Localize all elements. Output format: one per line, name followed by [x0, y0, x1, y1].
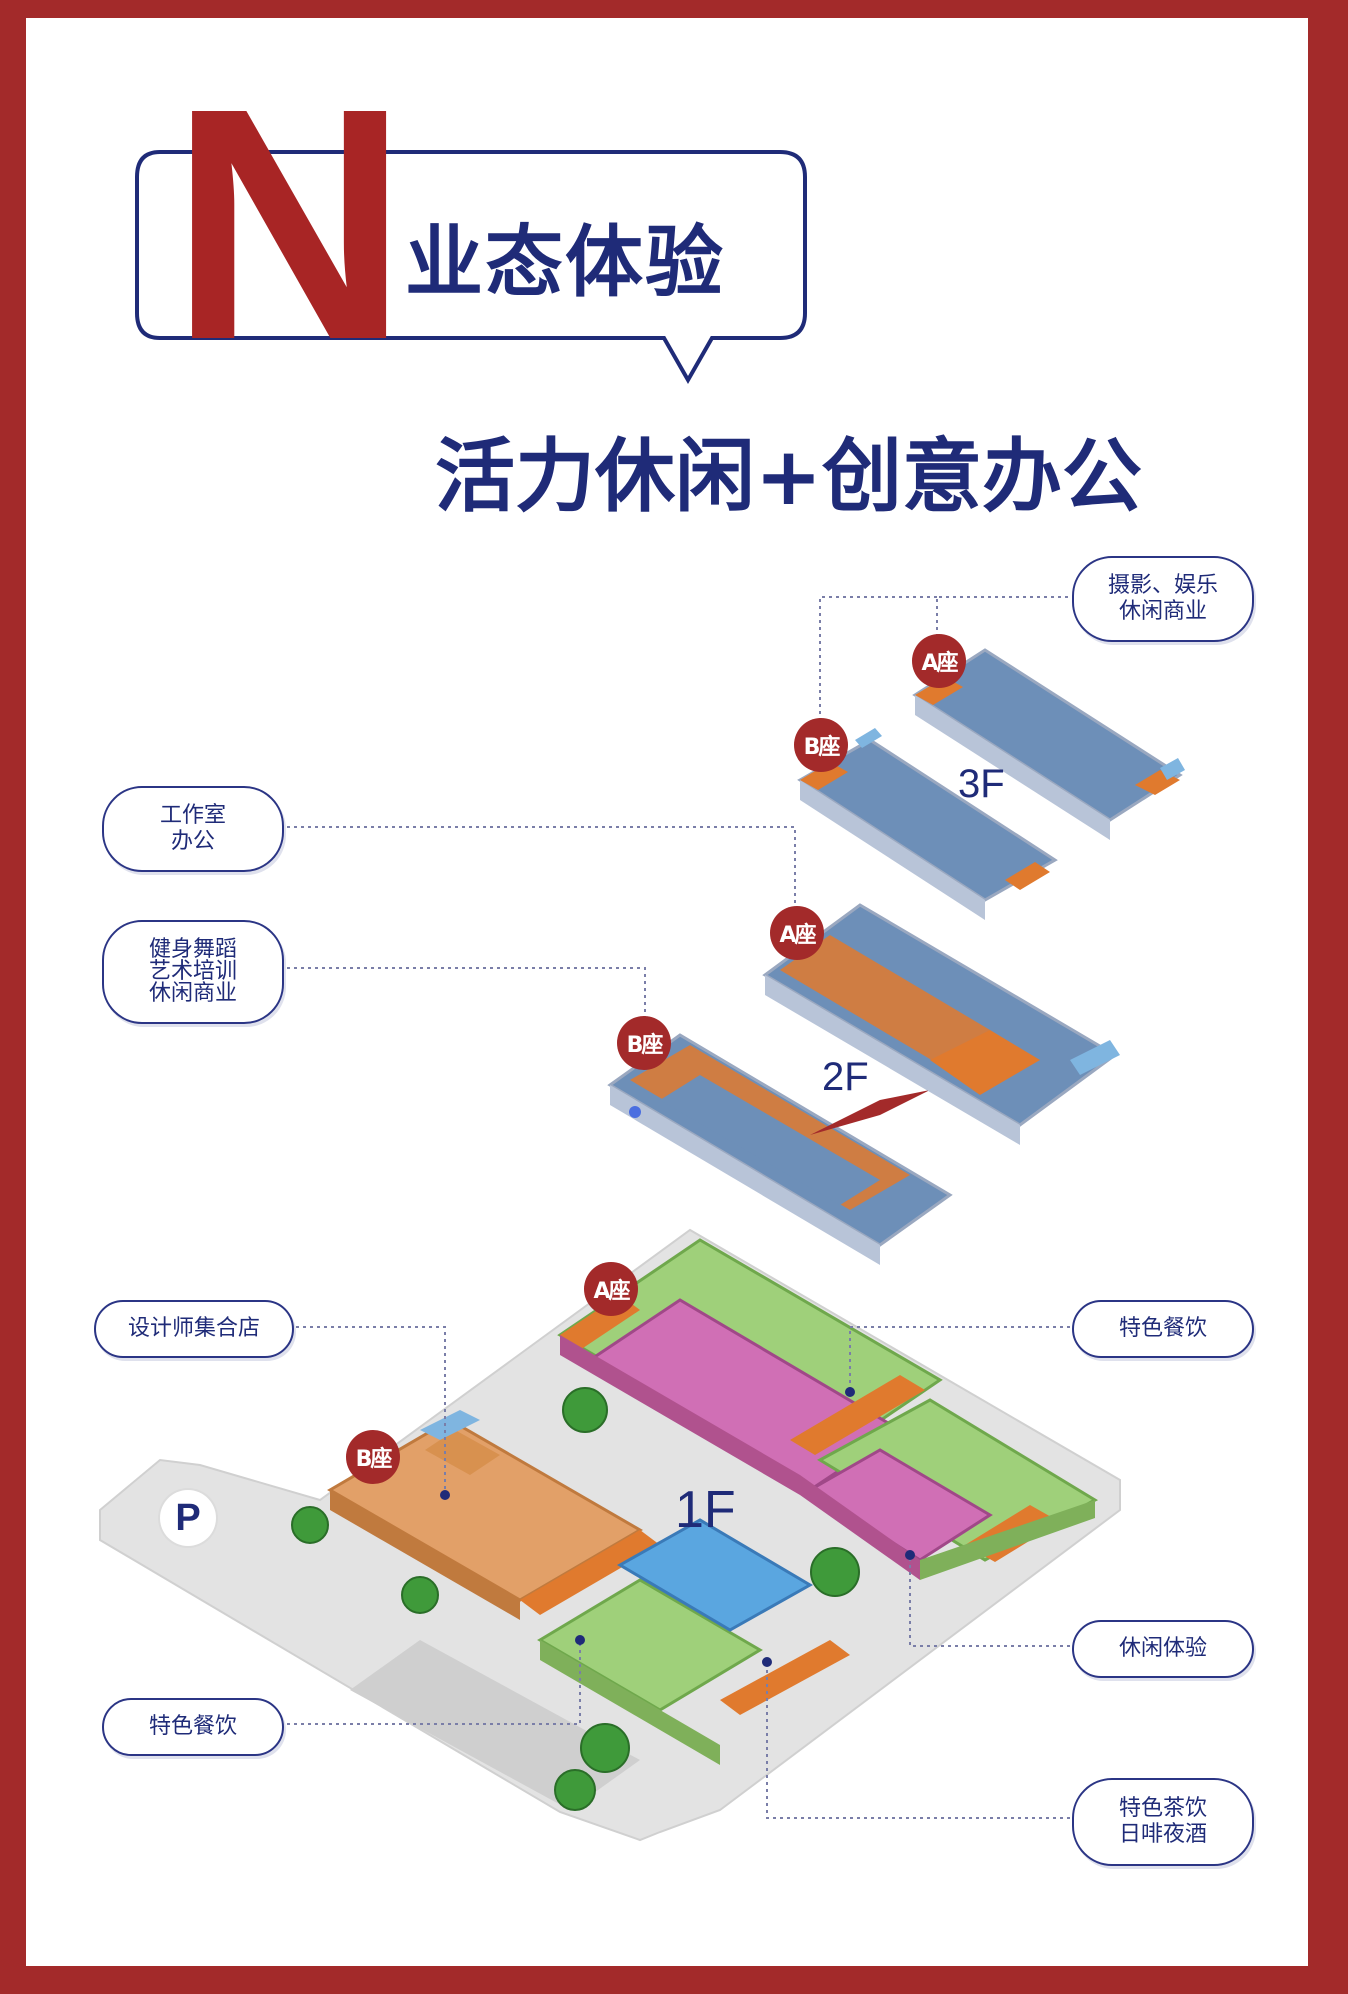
callout-1f-tea: 特色茶饮 日啡夜酒	[1072, 1778, 1254, 1866]
header-graphics	[135, 150, 807, 385]
callout-3f-photo: 摄影、娱乐 休闲商业	[1072, 556, 1254, 642]
badge-1f-a: A座	[584, 1262, 638, 1316]
badge-2f-b: B座	[617, 1016, 671, 1070]
parking-icon: P	[160, 1490, 216, 1546]
parking-lot	[350, 1640, 640, 1810]
callout-1f-tea-line2: 日啡夜酒	[1118, 1822, 1207, 1847]
callout-1f-tea-line1: 特色茶饮	[1118, 1796, 1207, 1821]
floor-label-3f: 3F	[958, 762, 1005, 806]
block-2f-b	[607, 1033, 953, 1265]
callout-2f-fitness-line1: 健身舞蹈	[148, 937, 237, 962]
block-3f-a	[912, 648, 1185, 840]
callout-1f-dining-left-line1: 特色餐饮	[148, 1714, 237, 1739]
block-2f-a	[762, 903, 1120, 1145]
callout-3f-photo-line1: 摄影、娱乐	[1107, 573, 1218, 598]
callout-2f-fitness-line3: 休闲商业	[148, 981, 237, 1006]
floor-label-1f: 1F	[675, 1481, 736, 1539]
page-title: 业态体验	[405, 218, 726, 308]
callout-1f-designer: 设计师集合店	[94, 1300, 294, 1358]
speech-bubble	[135, 150, 807, 385]
badge-2f-a: A座	[770, 906, 824, 960]
callout-2f-studio: 工作室 办公	[102, 786, 284, 872]
callout-1f-leisure-line1: 休闲体验	[1118, 1636, 1207, 1661]
callout-2f-studio-line1: 工作室	[159, 803, 226, 828]
callout-1f-dining-right-line1: 特色餐饮	[1118, 1316, 1207, 1341]
badge-3f-b: B座	[794, 718, 848, 772]
callout-2f-studio-line2: 办公	[170, 829, 215, 854]
marker-dots	[440, 1106, 915, 1667]
block-1f-a	[557, 1238, 1099, 1580]
floor-label-2f: 2F	[822, 1055, 869, 1099]
header-letter: N	[170, 39, 408, 408]
callout-1f-dining-left: 特色餐饮	[102, 1698, 284, 1756]
callout-3f-photo-line2: 休闲商业	[1118, 599, 1207, 624]
callout-1f-dining-right: 特色餐饮	[1072, 1300, 1254, 1358]
callout-2f-fitness-line2: 艺术培训	[148, 959, 237, 984]
callout-1f-leisure: 休闲体验	[1072, 1620, 1254, 1678]
trees	[291, 1387, 860, 1811]
page-subtitle: 活力休闲+创意办公	[435, 430, 1143, 523]
badge-3f-a: A座	[912, 634, 966, 688]
block-3f-b	[797, 728, 1058, 920]
leader-lines	[280, 596, 1082, 1819]
callout-1f-designer-line1: 设计师集合店	[127, 1316, 260, 1341]
block-1f-b	[327, 1410, 850, 1765]
badge-1f-b: B座	[346, 1430, 400, 1484]
callout-2f-fitness: 健身舞蹈 艺术培训 休闲商业	[102, 920, 284, 1024]
